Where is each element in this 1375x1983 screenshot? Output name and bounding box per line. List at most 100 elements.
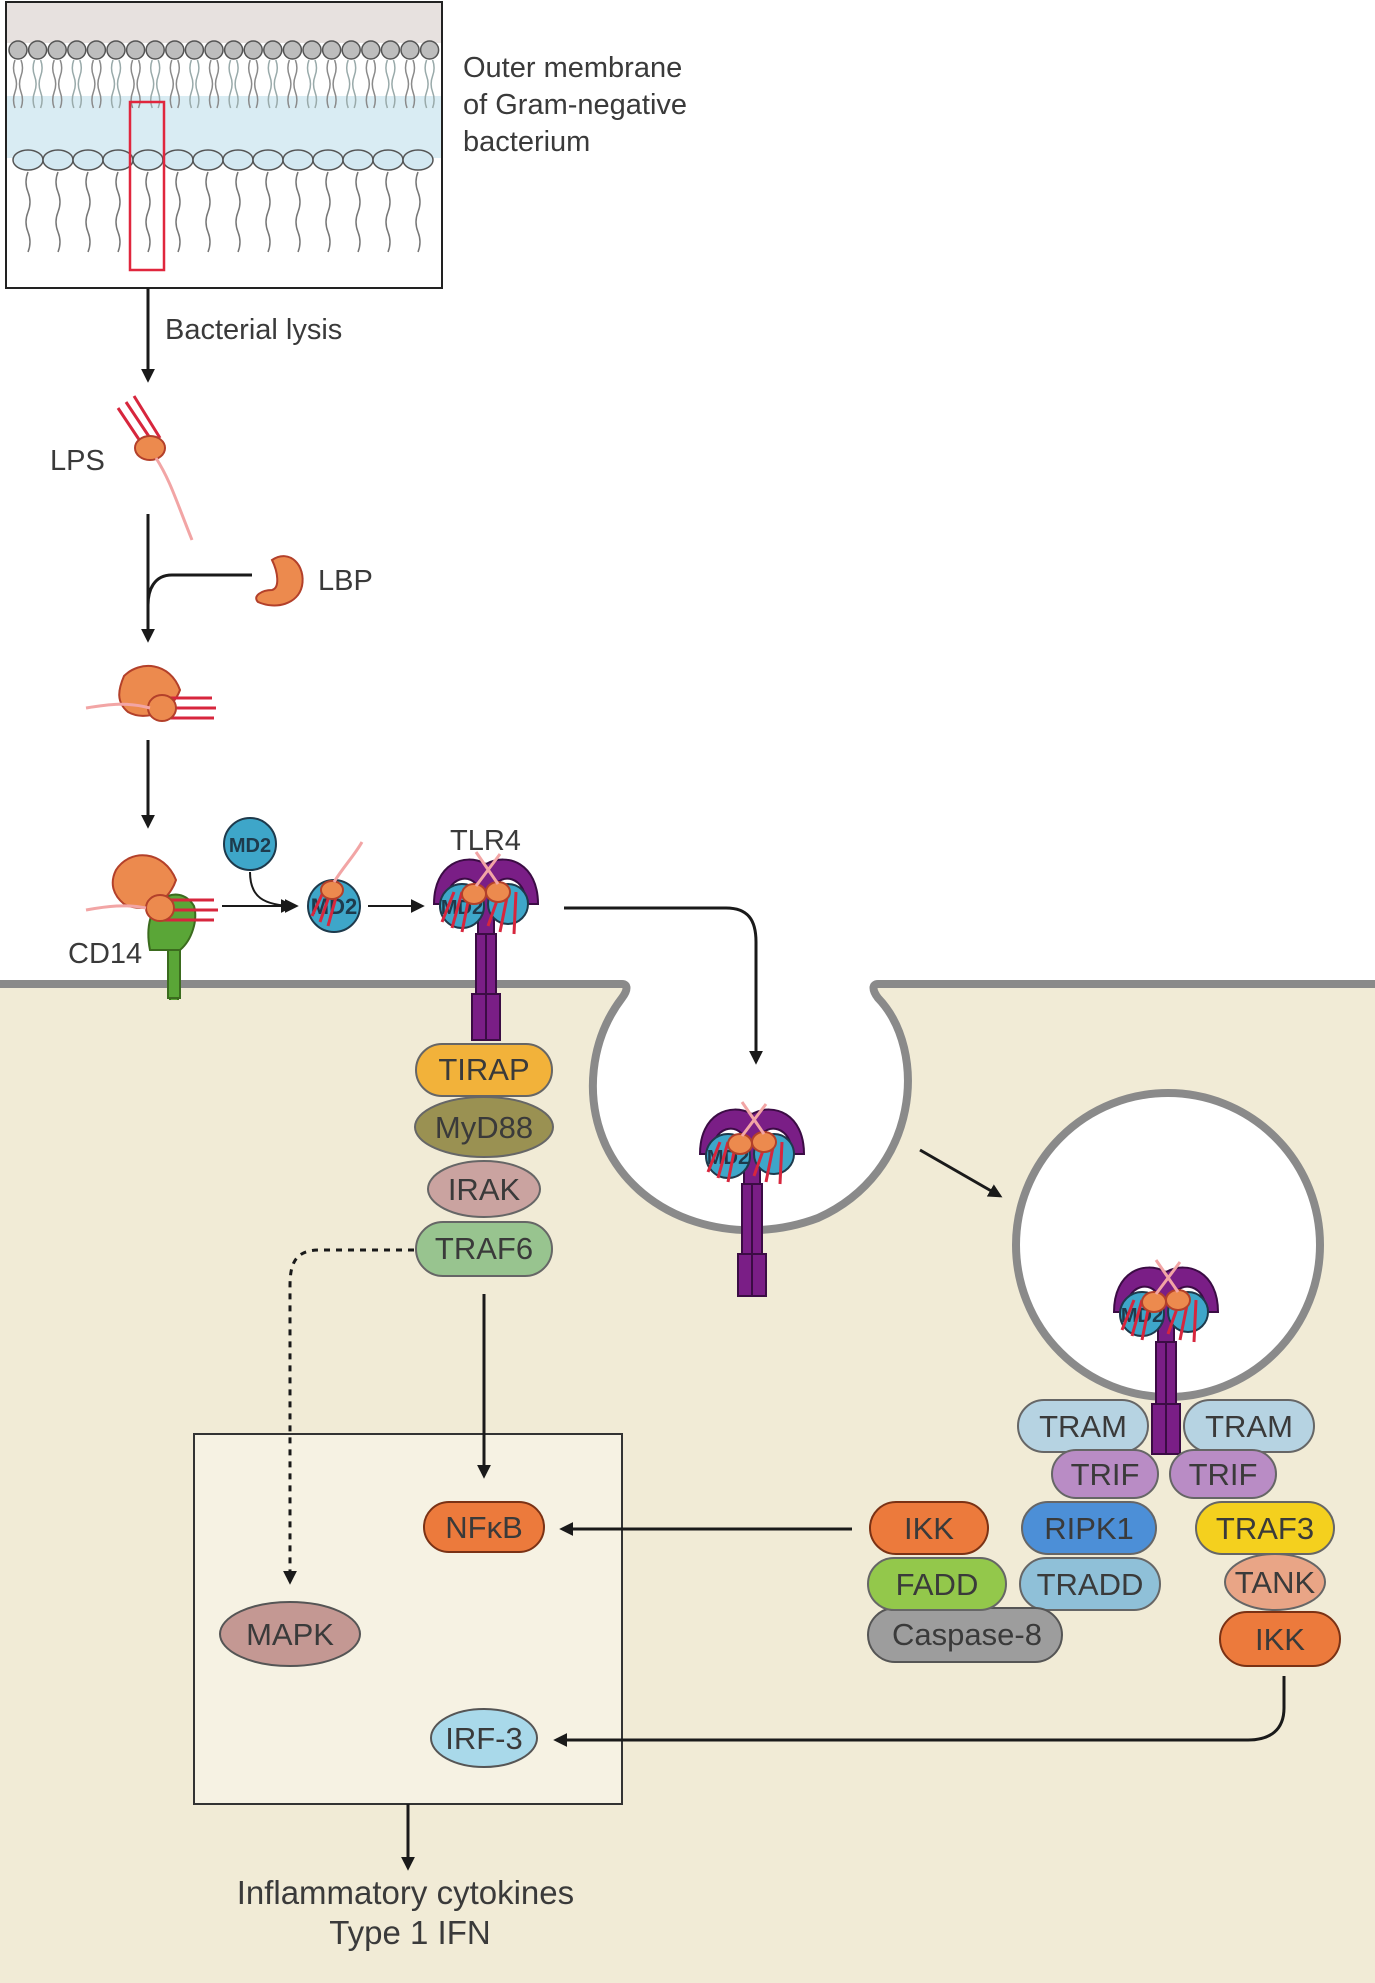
lipid-head bbox=[321, 40, 342, 60]
lipid-head bbox=[361, 40, 381, 60]
lipid-tail bbox=[189, 59, 200, 109]
lps-head bbox=[42, 149, 74, 171]
lipid-head bbox=[86, 40, 107, 60]
ikk-left-node bbox=[869, 1501, 989, 1555]
lps-head bbox=[402, 149, 434, 171]
lps-tail bbox=[355, 171, 361, 253]
myd88-pathway: TIRAP MyD88 IRAK TRAF6 bbox=[414, 1043, 554, 1277]
tram-right-label: TRAM bbox=[1205, 1409, 1293, 1444]
ikk-right-label: IKK bbox=[1255, 1622, 1305, 1657]
lipid-head bbox=[282, 40, 303, 60]
tram-left-label: TRAM bbox=[1039, 1409, 1127, 1444]
tirap-label: TIRAP bbox=[438, 1052, 529, 1087]
lps-tail bbox=[115, 171, 121, 253]
lipid-head bbox=[184, 40, 205, 60]
trif-left-label: TRIF bbox=[1071, 1457, 1140, 1492]
lipid-tail bbox=[32, 59, 43, 109]
md2-protein: MD2 bbox=[223, 817, 277, 871]
tradd-node bbox=[1019, 1557, 1161, 1611]
trif-pathway: TRAM TRAM TRIF TRIF RIPK1 IKK TRADD Casp… bbox=[867, 1399, 1341, 1667]
tank-node bbox=[1224, 1553, 1326, 1611]
lipid-head bbox=[47, 40, 67, 60]
ripk1-label: RIPK1 bbox=[1044, 1511, 1134, 1546]
myd88-label: MyD88 bbox=[435, 1110, 533, 1145]
lipid-head bbox=[27, 40, 48, 60]
lipid-head bbox=[8, 40, 28, 60]
lps-tail bbox=[325, 171, 331, 253]
lps-tail bbox=[145, 171, 151, 253]
lps-highlight-box bbox=[128, 100, 166, 272]
lipid-head bbox=[380, 40, 401, 60]
lipid-head bbox=[165, 40, 185, 60]
lps-tail bbox=[85, 171, 91, 253]
mapk-label: MAPK bbox=[246, 1617, 334, 1652]
tradd-label: TRADD bbox=[1037, 1567, 1144, 1602]
lipid-head bbox=[419, 40, 440, 60]
irf3-node bbox=[430, 1708, 538, 1768]
nfkb-node bbox=[423, 1501, 545, 1553]
lipid-tail bbox=[12, 59, 24, 109]
lipid-tail bbox=[149, 59, 161, 109]
lipid-tail bbox=[306, 59, 318, 109]
lps-head bbox=[102, 149, 134, 171]
trif-right-node bbox=[1169, 1449, 1277, 1499]
traf3-label: TRAF3 bbox=[1216, 1511, 1314, 1546]
lipid-tail bbox=[404, 59, 416, 109]
lipid-tail bbox=[228, 59, 239, 109]
traf6-node bbox=[415, 1221, 553, 1277]
lipid-tail bbox=[247, 59, 259, 109]
to-endosome-arrow bbox=[919, 1148, 1003, 1198]
lipid-head bbox=[125, 40, 146, 60]
cd14-label: CD14 bbox=[68, 938, 142, 970]
lps-tail bbox=[385, 171, 391, 253]
lipid-head bbox=[204, 40, 224, 60]
lipid-tail bbox=[91, 59, 102, 109]
lps-head bbox=[222, 149, 254, 171]
lipid-tail bbox=[345, 59, 357, 109]
membrane-head-row-top bbox=[8, 40, 440, 60]
myd88-node bbox=[414, 1096, 554, 1158]
membrane-lipid-tails bbox=[12, 59, 435, 253]
membrane-head-row-inner bbox=[12, 149, 434, 171]
ripk1-node bbox=[1021, 1501, 1157, 1555]
lps-lbp-complex bbox=[85, 664, 216, 722]
lbp-label: LBP bbox=[318, 565, 373, 597]
ikk-left-label: IKK bbox=[904, 1511, 954, 1546]
lipid-head bbox=[263, 40, 283, 60]
endocytosis-arrow bbox=[564, 906, 763, 1065]
lipid-tail bbox=[130, 59, 141, 109]
plasma-membrane bbox=[0, 980, 1375, 1235]
irak-node bbox=[427, 1160, 541, 1218]
lipid-head bbox=[106, 40, 126, 60]
lipid-head bbox=[341, 40, 361, 60]
lipid-tail bbox=[385, 59, 396, 109]
tank-label: TANK bbox=[1235, 1565, 1316, 1600]
lps-head bbox=[372, 149, 404, 171]
output-label: Inflammatory cytokines Type 1 IFN bbox=[237, 1874, 584, 1951]
lipid-head bbox=[67, 40, 87, 60]
svg-text:MD2: MD2 bbox=[229, 835, 271, 857]
lps-label: LPS bbox=[50, 445, 105, 477]
mapk-node bbox=[219, 1601, 361, 1667]
lipid-head bbox=[223, 40, 244, 60]
irf3-label: IRF-3 bbox=[445, 1721, 523, 1756]
lps-tail bbox=[175, 171, 181, 253]
lipid-head bbox=[145, 40, 165, 60]
lps-head bbox=[132, 149, 164, 171]
ikk-right-node bbox=[1219, 1611, 1341, 1667]
lps-tail bbox=[235, 171, 241, 253]
tlr4-label: TLR4 bbox=[450, 825, 521, 857]
lipid-tail bbox=[326, 59, 337, 109]
lipid-tail bbox=[365, 59, 377, 109]
fadd-node bbox=[867, 1557, 1007, 1611]
lipid-tail bbox=[287, 59, 298, 109]
lps-tail bbox=[205, 171, 211, 253]
traf6-label: TRAF6 bbox=[435, 1231, 533, 1266]
lipid-tail bbox=[424, 59, 435, 109]
lps-head bbox=[342, 149, 374, 171]
lipid-head bbox=[400, 40, 420, 60]
lps-tail bbox=[295, 171, 301, 253]
trif-right-label: TRIF bbox=[1189, 1457, 1258, 1492]
md2-lps-complex bbox=[306, 840, 364, 934]
